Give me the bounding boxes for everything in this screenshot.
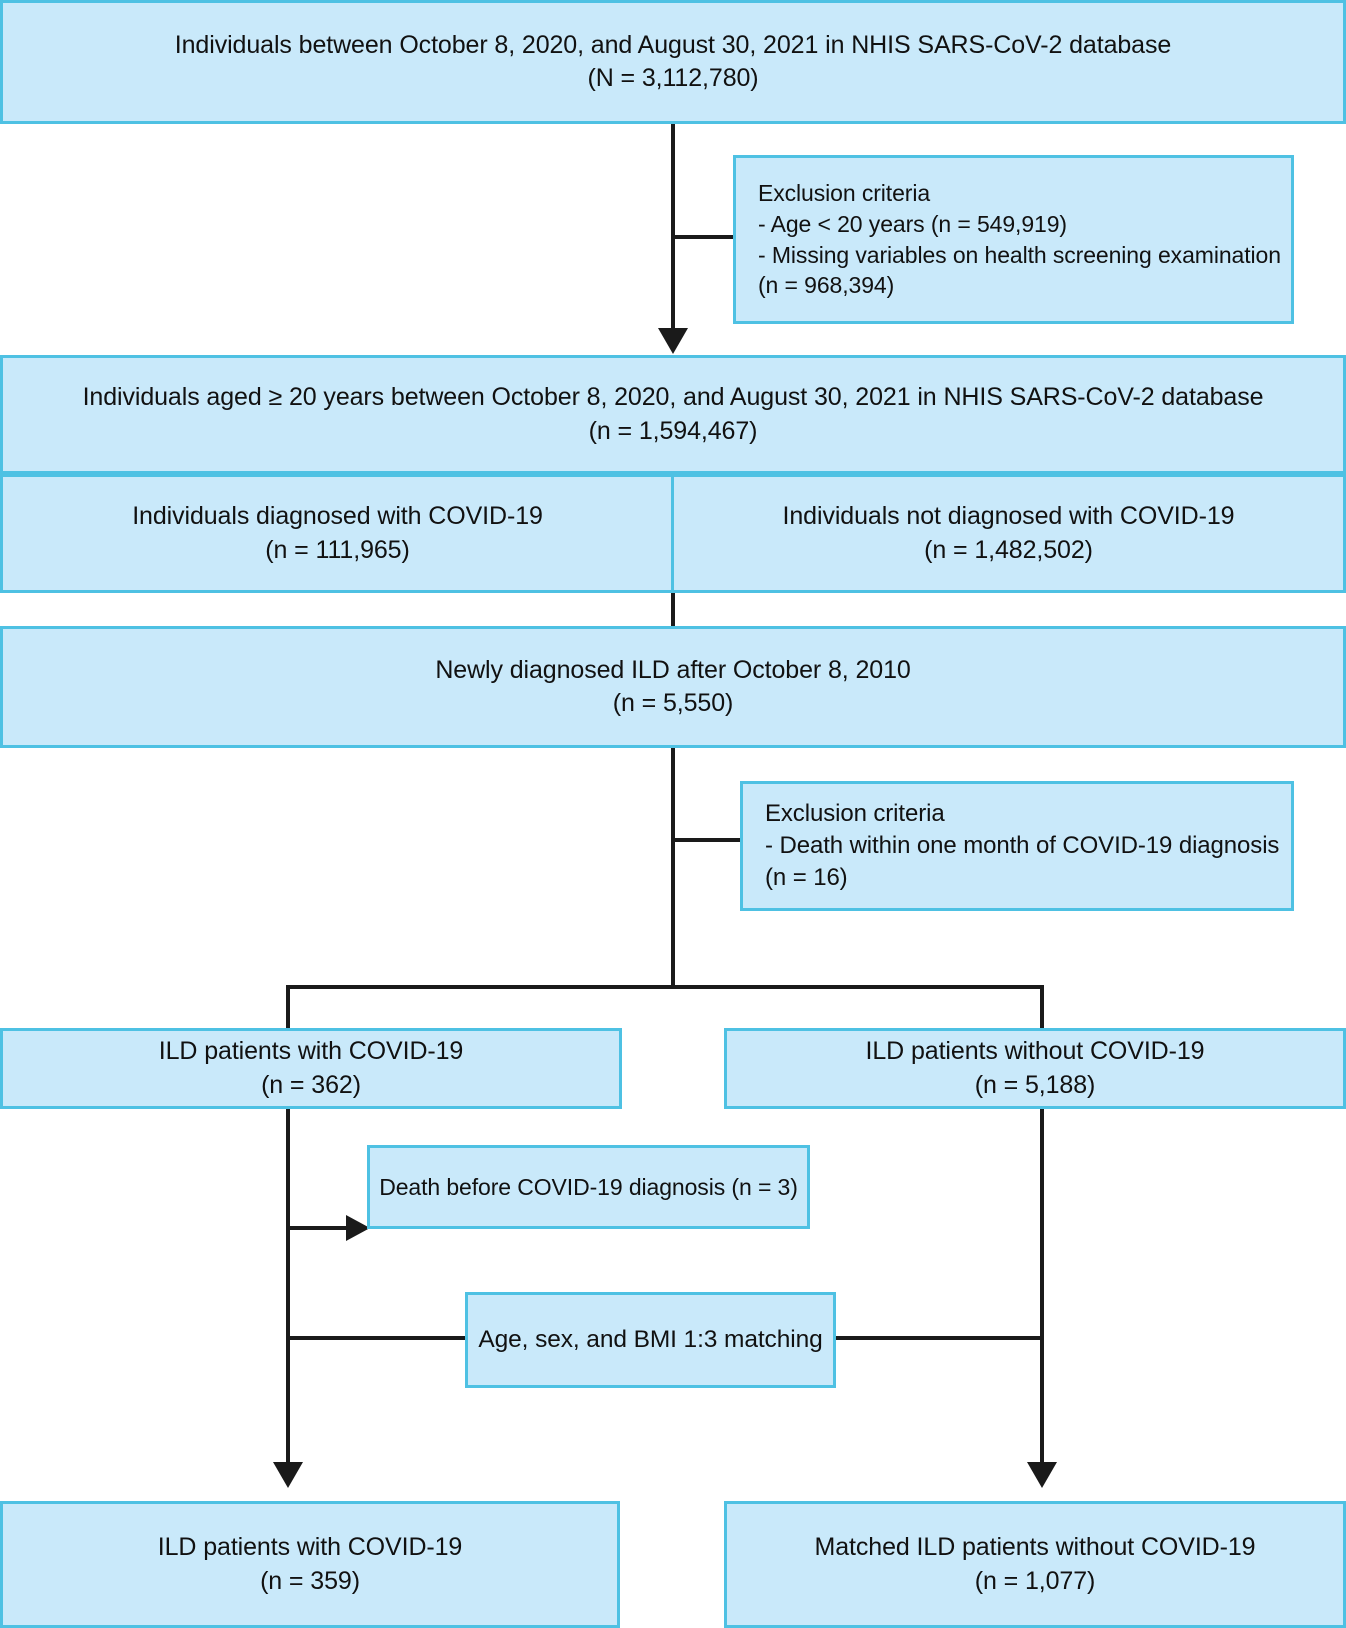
arrowhead-to-death-before — [346, 1215, 370, 1241]
adults-population-line2: (n = 1,594,467) — [588, 416, 758, 445]
covid-not-diagnosed-line2: (n = 1,482,502) — [924, 535, 1093, 564]
connector-right-stem — [1040, 1109, 1044, 1464]
connector-branch-left-drop — [286, 985, 290, 1030]
arrowhead-right-final — [1027, 1462, 1057, 1488]
node-source-population: Individuals between October 8, 2020, and… — [0, 0, 1346, 124]
connector-to-exclusion-2 — [671, 838, 743, 842]
ild-with-covid-line2: (n = 362) — [261, 1070, 361, 1099]
connector-to-death-before — [286, 1226, 349, 1230]
ild-without-covid-line1: ILD patients without COVID-19 — [865, 1037, 1205, 1065]
connector-branch-right-drop — [1040, 985, 1044, 1030]
exclusion-1-line4: (n = 968,394) — [758, 272, 895, 299]
source-population-line2: (N = 3,112,780) — [587, 64, 759, 92]
new-ild-line2: (n = 5,550) — [612, 689, 734, 717]
node-exclusion-criteria-2: Exclusion criteria - Death within one mo… — [740, 781, 1294, 911]
ild-with-covid-line1: ILD patients with COVID-19 — [158, 1037, 464, 1065]
connector-new-ild-trunk — [671, 748, 675, 987]
exclusion-2-line3: (n = 16) — [765, 864, 848, 892]
node-final-matched-without-covid: Matched ILD patients without COVID-19 (n… — [724, 1501, 1346, 1628]
covid-not-diagnosed-line1: Individuals not diagnosed with COVID-19 — [782, 502, 1235, 530]
covid-diagnosed-line1: Individuals diagnosed with COVID-19 — [132, 502, 543, 530]
arrowhead-source-to-adults — [658, 328, 688, 354]
final-with-covid-line1: ILD patients with COVID-19 — [157, 1533, 463, 1561]
exclusion-1-line2: - Age < 20 years (n = 549,919) — [758, 210, 1067, 237]
final-without-covid-line1: Matched ILD patients without COVID-19 — [814, 1533, 1256, 1561]
exclusion-1-line3: - Missing variables on health screening … — [758, 241, 1281, 268]
exclusion-1-line1: Exclusion criteria — [758, 179, 931, 206]
exclusion-2-line1: Exclusion criteria — [765, 799, 945, 827]
final-without-covid-line2: (n = 1,077) — [974, 1566, 1096, 1595]
node-matching: Age, sex, and BMI 1:3 matching — [465, 1292, 836, 1388]
matching-line1: Age, sex, and BMI 1:3 matching — [478, 1325, 823, 1353]
connector-matching-to-right — [833, 1336, 1044, 1340]
death-before-line1: Death before COVID-19 diagnosis (n = 3) — [379, 1173, 798, 1200]
node-new-ild: Newly diagnosed ILD after October 8, 201… — [0, 626, 1346, 748]
connector-to-exclusion-1 — [671, 235, 743, 239]
adults-population-line1: Individuals aged ≥ 20 years between Octo… — [82, 383, 1264, 411]
connector-left-stem — [286, 1109, 290, 1464]
node-final-ild-with-covid: ILD patients with COVID-19 (n = 359) — [0, 1501, 620, 1628]
node-ild-without-covid: ILD patients without COVID-19 (n = 5,188… — [724, 1028, 1346, 1109]
connector-left-to-matching — [286, 1336, 468, 1340]
connector-ild-branch-bar — [286, 985, 1044, 989]
connector-covid-split-to-new-ild — [671, 593, 675, 629]
node-covid-not-diagnosed: Individuals not diagnosed with COVID-19 … — [671, 474, 1346, 593]
source-population-line1: Individuals between October 8, 2020, and… — [174, 30, 1172, 59]
node-covid-diagnosed: Individuals diagnosed with COVID-19 (n =… — [0, 474, 675, 593]
covid-diagnosed-line2: (n = 111,965) — [265, 535, 410, 564]
node-adults-population: Individuals aged ≥ 20 years between Octo… — [0, 355, 1346, 474]
exclusion-2-line2: - Death within one month of COVID-19 dia… — [765, 831, 1280, 859]
node-ild-with-covid: ILD patients with COVID-19 (n = 362) — [0, 1028, 622, 1109]
ild-without-covid-line2: (n = 5,188) — [974, 1070, 1096, 1099]
new-ild-line1: Newly diagnosed ILD after October 8, 201… — [435, 655, 911, 684]
node-exclusion-criteria-1: Exclusion criteria - Age < 20 years (n =… — [733, 155, 1294, 324]
final-with-covid-line2: (n = 359) — [260, 1566, 360, 1595]
arrowhead-left-final — [273, 1462, 303, 1488]
node-death-before-diagnosis: Death before COVID-19 diagnosis (n = 3) — [367, 1145, 810, 1229]
connector-source-to-adults — [671, 124, 675, 329]
